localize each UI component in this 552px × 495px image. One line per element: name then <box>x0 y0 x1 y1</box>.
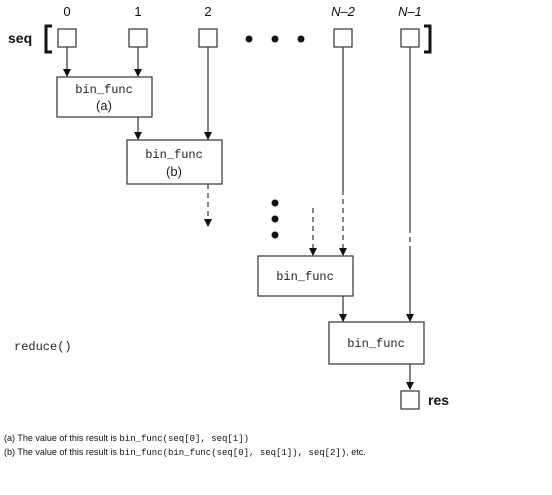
vertical-ellipsis-dot <box>271 199 279 207</box>
seq-element-n-minus-1 <box>400 28 420 48</box>
footnote-a-code: bin_func(seq[0], seq[1]) <box>119 434 249 444</box>
seq-bracket-right <box>424 24 432 54</box>
result-box <box>400 390 420 410</box>
seq-element-2 <box>198 28 218 48</box>
footnote-b-code: bin_func(bin_func(seq[0], seq[1]), seq[2… <box>119 448 346 458</box>
footnote-b: (b) The value of this result is bin_func… <box>4 447 366 458</box>
bin-func-box-n-minus-1 <box>328 321 425 365</box>
seq-label: seq <box>8 30 32 46</box>
result-label: res <box>428 392 449 408</box>
bin-func-box-n-minus-2 <box>257 255 354 297</box>
bin-func-box-b <box>126 139 223 185</box>
ellipsis-dot <box>271 35 279 43</box>
seq-index-2: 2 <box>204 4 211 19</box>
bin-func-label-n-minus-2: bin_func <box>276 270 334 284</box>
seq-element-0 <box>57 28 77 48</box>
footnote-b-suffix: , etc. <box>346 447 366 457</box>
seq-index-n-minus-2: N–2 <box>331 4 356 19</box>
seq-index-0: 0 <box>63 4 70 19</box>
seq-element-n-minus-2 <box>333 28 353 48</box>
vertical-ellipsis-dot <box>271 231 279 239</box>
footnote-a-text: (a) The value of this result is <box>4 433 119 443</box>
ellipsis-dot <box>297 35 305 43</box>
bin-func-box-a <box>56 76 153 118</box>
seq-bracket-left <box>44 24 52 54</box>
seq-index-1: 1 <box>134 4 141 19</box>
bin-func-marker-a: (a) <box>96 98 112 113</box>
footnote-a: (a) The value of this result is bin_func… <box>4 433 249 444</box>
bin-func-marker-b: (b) <box>166 164 182 179</box>
bin-func-label-n-minus-1: bin_func <box>347 337 405 351</box>
ellipsis-dot <box>245 35 253 43</box>
seq-element-1 <box>128 28 148 48</box>
bin-func-label-b: bin_func <box>145 148 203 162</box>
vertical-ellipsis-dot <box>271 215 279 223</box>
seq-index-n-minus-1: N–1 <box>398 4 422 19</box>
bin-func-label-a: bin_func <box>75 83 133 97</box>
footnote-b-text: (b) The value of this result is <box>4 447 119 457</box>
reduce-label: reduce() <box>14 340 72 354</box>
